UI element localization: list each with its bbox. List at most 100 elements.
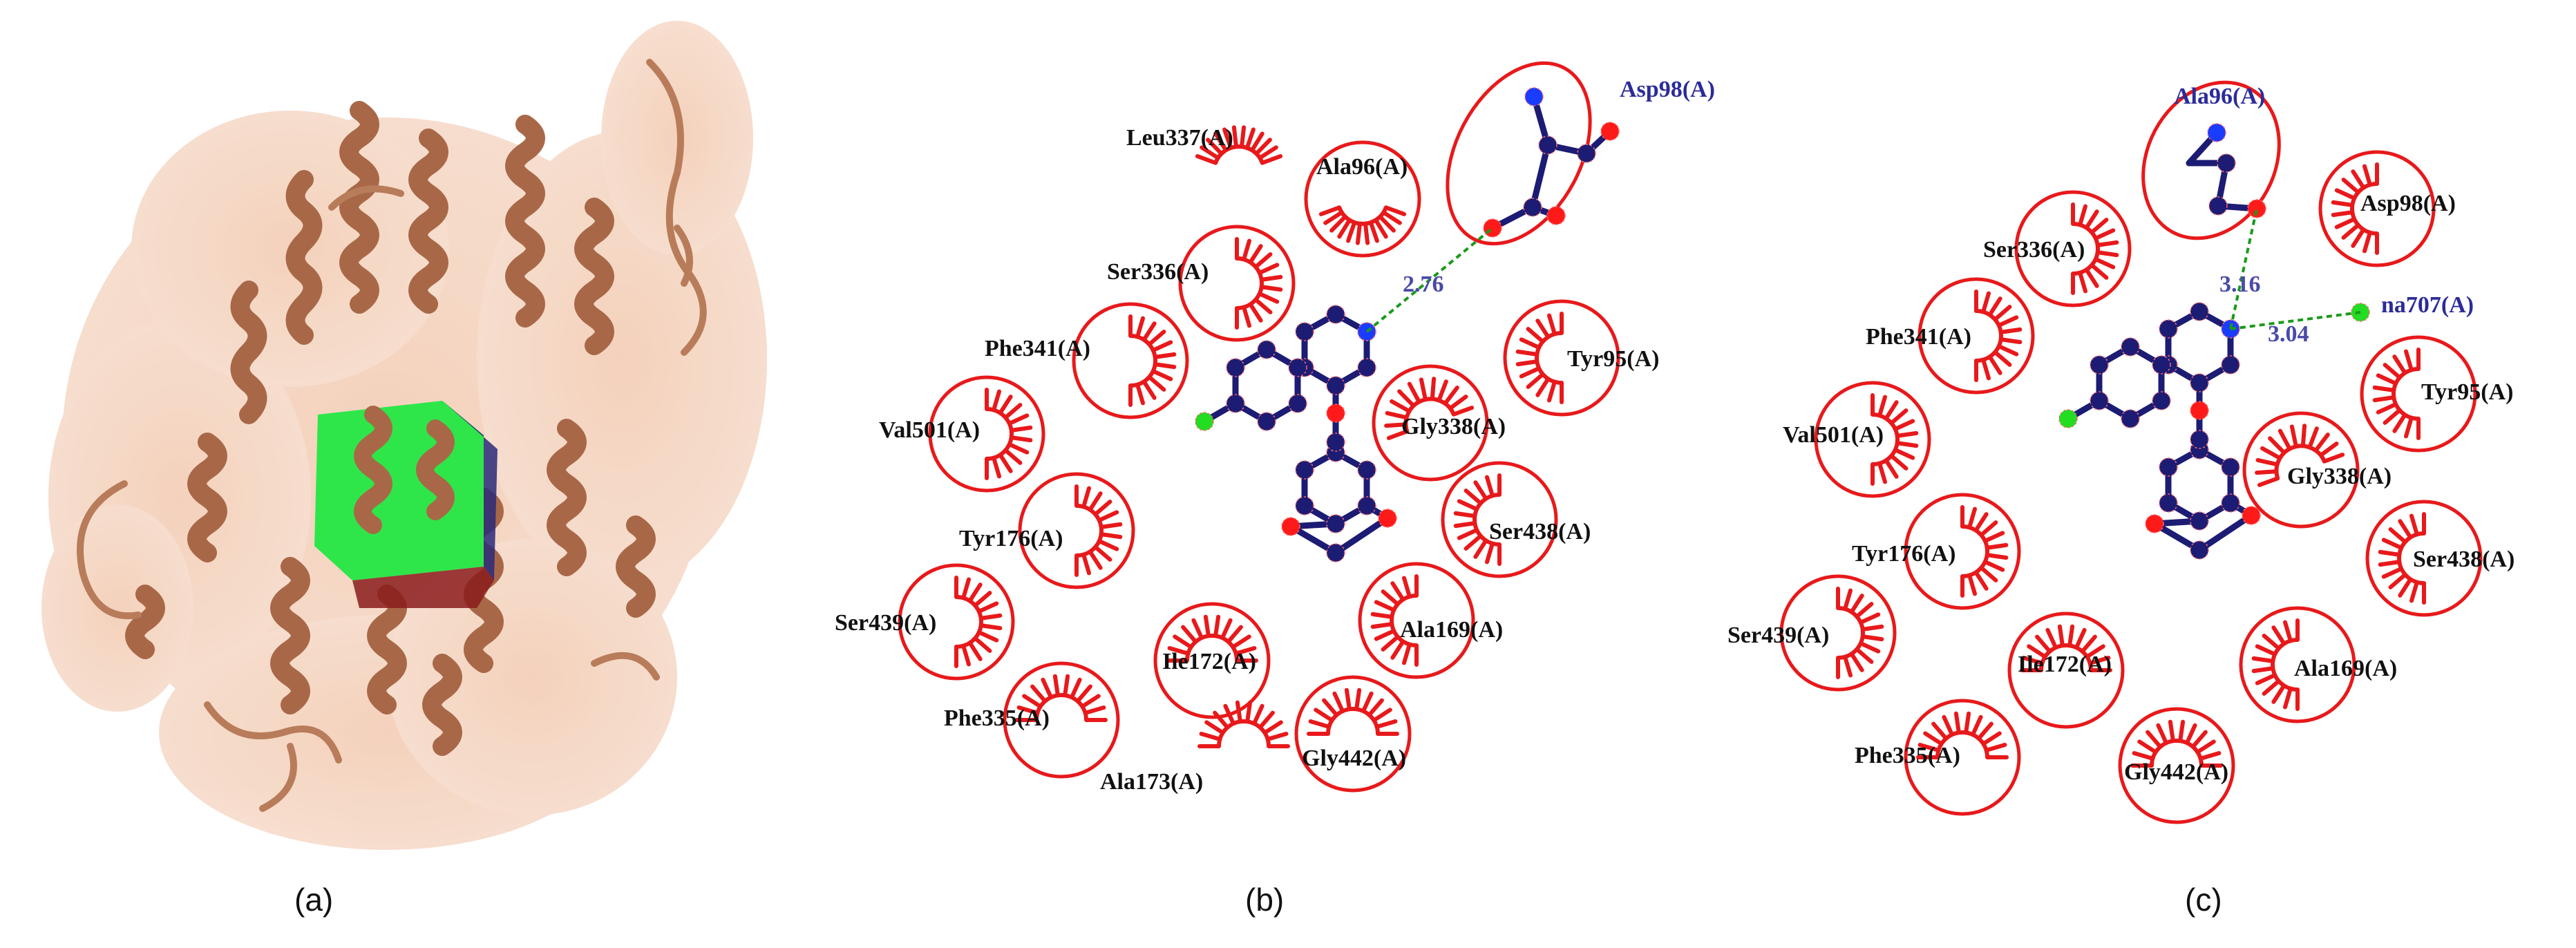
residue-label: Tyr176(A) (1852, 541, 1955, 567)
atom (2121, 337, 2140, 357)
atom (1524, 87, 1544, 106)
atom (1295, 496, 1314, 515)
atom (2221, 355, 2240, 375)
residue-asp98a: Asp98(A) (2318, 150, 2456, 267)
atom (2190, 401, 2209, 420)
residue-label: Val501(A) (879, 417, 980, 443)
residue-tyr95a: Tyr95(A) (1503, 299, 1659, 417)
residue-label: Phe341(A) (985, 336, 1090, 361)
protein-helices-front (354, 406, 455, 534)
residue-gly442a: Gly442(A) (1294, 675, 1412, 793)
ion-label: na707(A) (2381, 292, 2474, 318)
residue-label: Ser438(A) (2413, 547, 2515, 572)
hydrogen-bond: 3.04 (2230, 311, 2361, 347)
highlighted-residue-label: Ala96(A) (2174, 84, 2265, 109)
residue-tyr176a: Tyr176(A) (959, 472, 1135, 589)
atom (1288, 394, 1307, 413)
hydrogen-bond: 2.76 (1365, 227, 1494, 333)
residue-phe341a: Phe341(A) (985, 302, 1189, 419)
residue-asp98a-hbond-partner: Asp98(A) (1446, 61, 1715, 246)
residue-ser439a: Ser439(A) (1727, 574, 1897, 692)
atom (1577, 144, 1596, 163)
atom (1295, 460, 1314, 480)
residue-label: Ser438(A) (1489, 519, 1591, 544)
residue-val501a: Val501(A) (879, 375, 1045, 493)
residue-label: Ala169(A) (2294, 656, 2397, 681)
atom (1357, 460, 1376, 480)
atom (1295, 322, 1314, 341)
residue-phe335a: Phe335(A) (1855, 699, 2021, 816)
atom (1326, 433, 1345, 452)
residue-label: Phe335(A) (944, 705, 1050, 731)
atom (2152, 391, 2171, 410)
residue-label: Ser439(A) (835, 610, 936, 636)
residue-label: Gly442(A) (1302, 746, 1406, 771)
residue-ile172a: Ile172(A) (2007, 612, 2125, 729)
atom (2190, 302, 2209, 321)
panel-a-label: (a) (294, 882, 333, 918)
atom (2242, 506, 2261, 525)
atom (1538, 135, 1557, 155)
residue-label: Ile172(A) (1162, 649, 1256, 674)
atom (1600, 122, 1620, 141)
atom (2247, 199, 2266, 218)
atom (2090, 355, 2109, 375)
residue-ser438a: Ser438(A) (1441, 461, 1591, 578)
residue-phe341a: Phe341(A) (1866, 277, 2035, 395)
atom (1523, 198, 1542, 217)
residue-ala96a: Ala96(A) (1304, 140, 1421, 258)
atom (2190, 373, 2209, 392)
atom (2159, 457, 2178, 477)
bond (2196, 512, 2255, 553)
atom (2207, 123, 2226, 142)
atom (2121, 409, 2140, 428)
residue-gly442a: Gly442(A) (2118, 707, 2235, 824)
hydrogen-bond: 3.16 (2219, 208, 2261, 330)
ligand (1195, 305, 1397, 562)
residue-label: Ser439(A) (1727, 623, 1829, 648)
atom (1226, 358, 1245, 377)
residue-ser439a: Ser439(A) (835, 563, 1015, 681)
residue-tyr176a: Tyr176(A) (1852, 493, 2021, 610)
atom (1288, 358, 1307, 377)
ion-na707: na707(A) (2351, 292, 2474, 322)
residue-label: Ser336(A) (1107, 259, 1209, 285)
residue-label: Gly442(A) (2124, 759, 2228, 785)
residue-label: Ala169(A) (1400, 617, 1503, 643)
atom (2221, 457, 2240, 477)
atom (2190, 540, 2209, 560)
atom (1357, 358, 1376, 377)
residue-label: Leu337(A) (1126, 125, 1233, 151)
residue-gly338a: Gly338(A) (1372, 364, 1506, 482)
residue-ser336a: Ser336(A) (1983, 190, 2132, 307)
residue-label: Ala173(A) (1100, 769, 1203, 795)
panel-c-label: (c) (2185, 882, 2222, 918)
hbond-distance-label: 3.16 (2219, 272, 2261, 297)
atom (2190, 511, 2209, 531)
atom (1326, 514, 1345, 533)
residue-ile172a: Ile172(A) (1153, 602, 1271, 719)
hbond-distance-label: 3.04 (2268, 321, 2309, 347)
atom (2090, 391, 2109, 410)
residue-label: Phe341(A) (1866, 324, 1971, 350)
atom (1226, 394, 1245, 413)
residue-ala169a: Ala169(A) (1358, 562, 1503, 679)
residue-ala173a: Ala173(A) (1100, 700, 1290, 795)
atom (2058, 409, 2078, 428)
panel-b-interaction-diagram: Leu337(A) Ala96(A) Ser336(A) Phe341(A) Val50… (835, 61, 1715, 795)
residue-label: Phe335(A) (1855, 743, 1960, 768)
atom (1378, 509, 1397, 528)
atom (2221, 493, 2240, 513)
atom (1326, 404, 1345, 423)
residue-phe335a: Phe335(A) (944, 661, 1120, 779)
atom (2159, 319, 2178, 339)
bond (1332, 515, 1391, 556)
residue-label: Tyr176(A) (959, 526, 1063, 551)
residue-leu337a: Leu337(A) (1126, 125, 1283, 165)
atom (2217, 153, 2236, 173)
atom (2159, 493, 2178, 513)
residue-ser438a: Ser438(A) (2365, 500, 2515, 617)
bond (1529, 142, 1551, 211)
atom (1195, 412, 1214, 431)
